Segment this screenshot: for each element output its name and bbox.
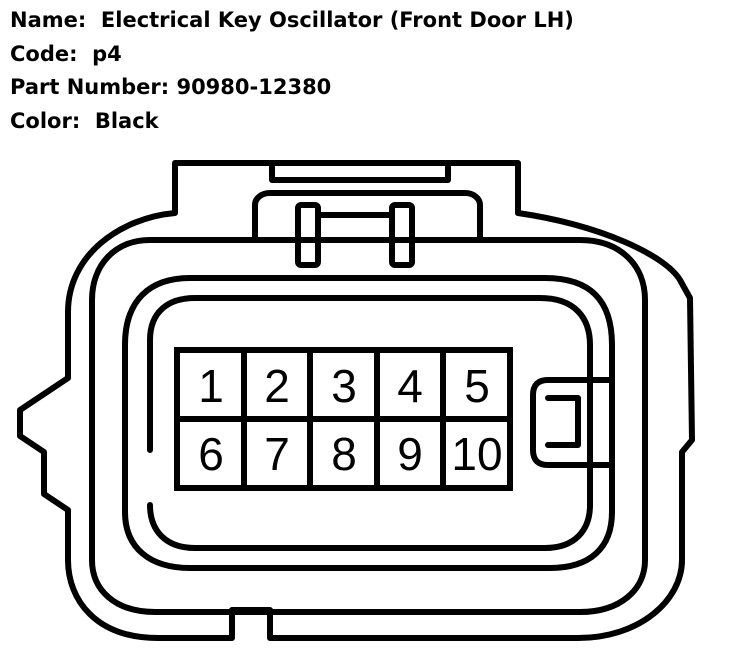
pin-number: 5 <box>464 360 490 412</box>
mating-face <box>122 275 615 571</box>
part-number-label: Part Number: <box>10 75 170 99</box>
pin-number: 10 <box>451 428 502 480</box>
inner-face-line <box>147 295 593 551</box>
top-latch <box>252 190 483 243</box>
code-label: Code: <box>10 41 78 66</box>
name-label: Name: <box>10 8 87 32</box>
pin-number: 1 <box>198 360 224 412</box>
pin-number: 6 <box>198 428 224 480</box>
color-label: Color: <box>10 108 81 133</box>
color-value: Black <box>94 108 159 133</box>
side-lock-tab-inner <box>545 395 581 448</box>
pin-number: 9 <box>397 428 423 480</box>
side-lock-tab <box>530 377 615 468</box>
pin-number: 7 <box>264 428 290 480</box>
housing-inner-outline <box>89 237 648 615</box>
part-number-line: Part Number: 90980-12380 <box>10 71 574 105</box>
pin-number: 4 <box>397 360 423 412</box>
name-value: Electrical Key Oscillator (Front Door LH… <box>100 8 574 32</box>
pin-number: 2 <box>264 360 290 412</box>
latch-tab <box>269 162 451 183</box>
latch-slot-right <box>389 202 415 268</box>
connector-housing-outline <box>17 160 695 641</box>
pin-number: 8 <box>331 428 357 480</box>
connector-info: Name: Electrical Key Oscillator (Front D… <box>10 4 574 138</box>
pin-number: 3 <box>331 360 357 412</box>
color-line: Color: Black <box>10 105 574 139</box>
code-line: Code: p4 <box>10 38 574 72</box>
code-value: p4 <box>92 41 122 66</box>
pin-grid: 1 2 3 4 5 6 7 8 9 10 <box>174 347 513 491</box>
latch-slot-left <box>295 202 321 268</box>
name-line: Name: Electrical Key Oscillator (Front D… <box>10 4 574 38</box>
part-number-value: 90980-12380 <box>176 75 332 99</box>
